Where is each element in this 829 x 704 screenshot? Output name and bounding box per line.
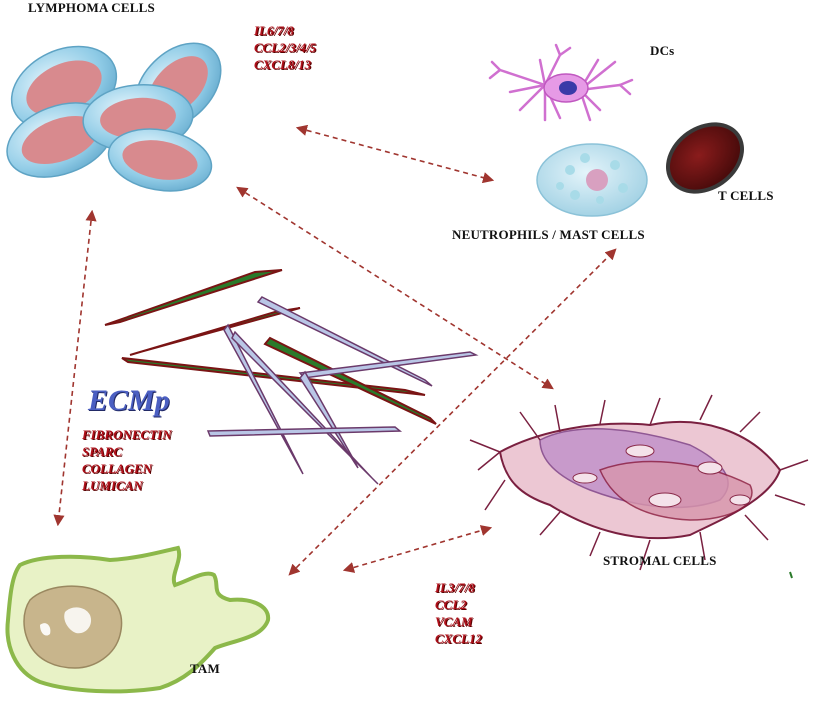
ecmp-item: COLLAGEN — [82, 461, 153, 476]
stromal-factor: CXCL12 — [435, 631, 482, 646]
stromal-factor: IL3/7/8 — [435, 580, 475, 595]
arrow-lymphoma-tam — [53, 209, 97, 527]
ecmp-items-list: FIBRONECTIN SPARC COLLAGEN LUMICAN — [82, 426, 172, 494]
ecmp-item: FIBRONECTIN — [82, 427, 172, 442]
dendritic-cell-illustration — [488, 43, 634, 122]
lymphoma-factor: CXCL8/13 — [254, 57, 312, 72]
label-tam: TAM — [190, 661, 220, 676]
arrow-tam-stromal — [342, 525, 493, 573]
arrow-tam-neutrophils — [288, 248, 617, 576]
lymphoma-factors-list: IL6/7/8 CCL2/3/4/5 CXCL8/13 — [254, 22, 316, 73]
tam-illustration — [5, 545, 271, 694]
arrow-lymphoma-neutrophils — [295, 124, 495, 184]
ecmp-item: LUMICAN — [82, 478, 143, 493]
label-t-cells: T CELLS — [718, 188, 774, 203]
ecmp-item: SPARC — [82, 444, 123, 459]
stromal-factor: CCL2 — [435, 597, 467, 612]
label-stromal-cells: STROMAL CELLS — [603, 553, 717, 568]
arrow-lymphoma-stromal — [236, 186, 554, 390]
lymphoma-cells-illustration — [6, 42, 222, 192]
neutrophil-illustration — [536, 143, 648, 217]
ecmp-title: ECMp — [88, 384, 170, 417]
stromal-factor: VCAM — [435, 614, 473, 629]
label-lymphoma-cells: LYMPHOMA CELLS — [28, 0, 155, 15]
stromal-cells-illustration — [469, 394, 809, 579]
label-neutrophils-mast-cells: NEUTROPHILS / MAST CELLS — [452, 227, 645, 242]
stromal-factors-list: IL3/7/8 CCL2 VCAM CXCL12 — [435, 579, 482, 647]
lymphoma-factor: CCL2/3/4/5 — [254, 40, 317, 55]
interaction-arrows — [53, 124, 617, 576]
t-cell-illustration — [666, 122, 744, 194]
lymphoma-factor: IL6/7/8 — [254, 23, 294, 38]
label-dcs: DCs — [650, 43, 675, 58]
